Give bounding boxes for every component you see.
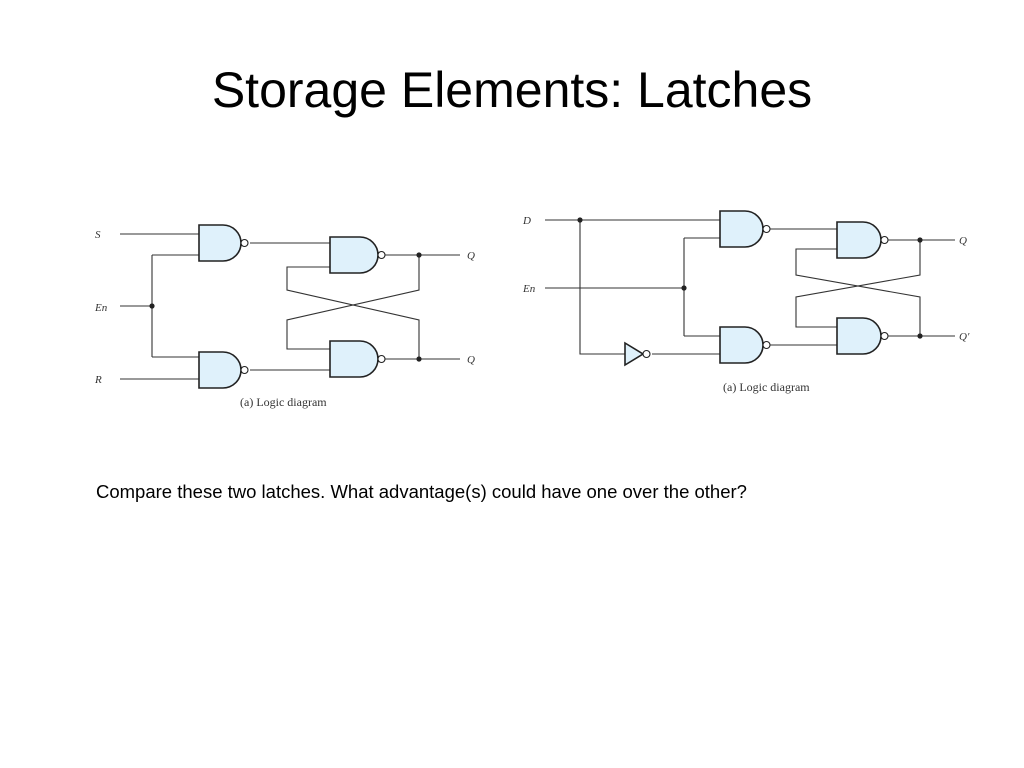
- d-latch-diagram: D En Q Q′ (a) Logic diagram: [515, 205, 985, 405]
- sr-q-bottom-junction-dot: [416, 356, 422, 362]
- cross-wire-a: [286, 255, 420, 350]
- cross-wire-b: [795, 248, 921, 336]
- en-label: En: [522, 283, 536, 295]
- d-input-nand-top: [719, 210, 771, 248]
- r-label: R: [94, 374, 102, 386]
- sr-input-nand-top: [198, 224, 249, 262]
- sr-q-top-junction-dot: [416, 252, 422, 258]
- q-label: Q: [959, 235, 967, 247]
- en-label: En: [94, 302, 108, 314]
- sr-latch-schematic: S En R Q Q (a) Logic diagram: [94, 224, 475, 409]
- d-caption: (a) Logic diagram: [723, 380, 810, 394]
- d-junction-dot: [577, 217, 583, 223]
- d-wires: [545, 219, 955, 355]
- inverter: [624, 341, 651, 367]
- sr-caption: (a) Logic diagram: [240, 395, 327, 409]
- s-label: S: [95, 229, 101, 241]
- slide-title: Storage Elements: Latches: [211, 62, 813, 118]
- sr-latch-nand-top: [329, 236, 386, 274]
- d-q-junction-dot: [917, 237, 923, 243]
- d-latch-nand-top: [836, 221, 889, 259]
- cross-wire-a: [795, 240, 921, 328]
- d-latch-nand-bottom: [836, 317, 889, 355]
- comparison-question: Compare these two latches. What advantag…: [96, 481, 747, 502]
- q-top-label: Q: [467, 250, 475, 262]
- d-en-junction-dot: [681, 285, 687, 291]
- cross-wire-b: [286, 266, 420, 359]
- d-input-nand-bottom: [719, 326, 771, 364]
- sr-wires: [120, 233, 460, 380]
- sr-input-nand-bottom: [198, 351, 249, 389]
- d-label: D: [522, 215, 531, 227]
- sr-latch-nand-bottom: [329, 340, 386, 378]
- sr-en-junction-dot: [149, 303, 155, 309]
- q-bottom-label: Q: [467, 354, 475, 366]
- q-prime-label: Q′: [959, 331, 970, 343]
- sr-latch-diagram: S En R Q Q (a) Logic diagram: [85, 205, 485, 425]
- d-branch-wire: [579, 220, 625, 355]
- d-q-prime-junction-dot: [917, 333, 923, 339]
- d-latch-schematic: D En Q Q′ (a) Logic diagram: [522, 210, 970, 394]
